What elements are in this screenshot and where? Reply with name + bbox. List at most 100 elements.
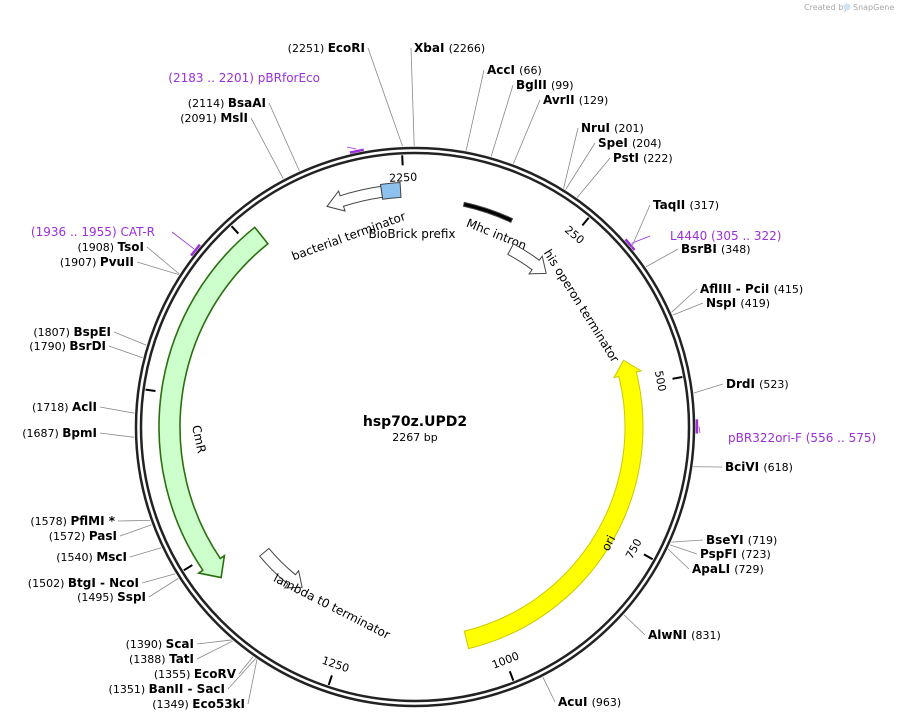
enzyme-leader-scai	[196, 639, 232, 645]
primer-leader-pbr322ori-f	[698, 426, 701, 434]
primer-leader-cat-r	[171, 231, 195, 250]
enzyme-label-bcivi: BciVI (618)	[725, 460, 793, 474]
enzyme-leader-acli	[99, 406, 135, 414]
feature-label-his-operon-terminator: his operon terminator	[541, 247, 622, 365]
feature-label-lambda-t0-terminator: lambda t0 terminator	[271, 571, 392, 642]
primer-l4440	[624, 238, 636, 251]
enzyme-label-acci: AccI (66)	[487, 63, 542, 77]
enzyme-label-pasi: (1572) PasI	[49, 529, 117, 543]
enzyme-label-eco53ki: (1349) Eco53kI	[152, 697, 245, 711]
primer-label-l4440: L4440 (305 .. 322)	[670, 229, 781, 243]
enzyme-leader-xbai	[410, 47, 415, 147]
enzyme-leader-pvuii	[136, 261, 180, 276]
enzyme-label-bseyi: BseYI (719)	[706, 533, 777, 547]
primer-label-cat-r: (1936 .. 1955) CAT-R	[31, 225, 155, 239]
enzyme-leader-btgi-ncoi	[141, 573, 176, 584]
enzyme-leader-bsaai	[268, 102, 300, 172]
tick-mark-1000	[508, 670, 515, 681]
primer-pbrforeco	[349, 148, 364, 154]
enzyme-label-scai: (1390) ScaI	[126, 637, 194, 651]
primer-leader-pbrforeco	[346, 146, 357, 150]
enzyme-label-bpmi: (1687) BpmI	[22, 426, 97, 440]
enzyme-label-tati: (1388) TatI	[129, 652, 194, 666]
enzyme-leader-pasi	[119, 524, 152, 537]
enzyme-leader-taqii	[630, 204, 651, 248]
enzyme-leader-eco53ki	[247, 659, 258, 705]
enzyme-label-psti: PstI (222)	[613, 151, 673, 165]
tick-mark-1750	[145, 388, 156, 392]
enzyme-leader-bspei	[113, 331, 147, 346]
enzyme-label-bsrdi: (1790) BsrDI	[29, 339, 106, 353]
enzyme-leader-spei	[565, 142, 596, 190]
enzyme-label-nspi: NspI (419)	[706, 296, 770, 310]
enzyme-label-pflmi: (1578) PflMI *	[30, 514, 115, 528]
tick-mark-500	[672, 375, 683, 380]
enzyme-label-ecorv: (1355) EcoRV	[154, 667, 237, 681]
enzyme-leader-drdi	[693, 383, 724, 394]
enzyme-label-apali: ApaLI (729)	[692, 562, 764, 576]
feature-his-operon-terminator	[507, 243, 547, 275]
enzyme-label-bsaai: (2114) BsaAI	[188, 96, 266, 110]
enzyme-label-nrui: NruI (201)	[581, 121, 644, 135]
snapgene-logo-icon	[843, 3, 851, 11]
enzyme-label-btgi-ncoi: (1502) BtgI - NcoI	[28, 576, 139, 590]
enzyme-leader-tsoi	[146, 246, 180, 275]
tick-mark-250	[581, 217, 590, 227]
feature-label-cmr: CmR	[189, 424, 209, 455]
enzyme-label-alwni: AlwNI (831)	[648, 628, 721, 642]
enzyme-leader-afliii-pcii	[671, 288, 698, 313]
enzyme-label-acui: AcuI (963)	[558, 695, 621, 709]
feature-bacterial-terminator	[326, 185, 383, 212]
tick-mark-1250	[327, 675, 333, 686]
enzyme-label-taqii: TaqII (317)	[653, 198, 719, 212]
enzyme-label-bspei: (1807) BspEI	[33, 325, 111, 339]
enzyme-leader-bseyi	[671, 539, 704, 543]
enzyme-leader-pflmi	[117, 519, 150, 522]
tick-mark-2000	[230, 225, 240, 235]
feature-mhc-intron	[462, 201, 514, 223]
enzyme-leader-ecorv	[238, 656, 254, 675]
snapgene-credit: Created by SnapGene	[804, 3, 894, 12]
primer-label-pbrforeco: (2183 .. 2201) pBRforEco	[168, 71, 320, 85]
feature-lambda-t0-terminator	[258, 547, 303, 589]
enzyme-leader-apali	[667, 548, 690, 570]
tick-label-2250: 2250	[389, 171, 418, 185]
enzyme-label-afliii-pcii: AflIII - PciI (415)	[700, 282, 803, 296]
enzyme-label-msci: (1540) MscI	[56, 550, 127, 564]
enzyme-label-tsoi: (1908) TsoI	[77, 240, 144, 254]
enzyme-label-banii-saci: (1351) BanII - SacI	[109, 682, 225, 696]
enzyme-label-ecori: (2251) EcoRI	[288, 41, 365, 55]
tick-label-1000: 1000	[490, 649, 521, 671]
enzyme-leader-acci	[465, 69, 485, 151]
enzyme-leader-nrui	[563, 127, 579, 189]
primer-cat-r	[190, 243, 201, 257]
primer-leader-l4440	[631, 235, 651, 244]
plasmid-name: hsp70z.UPD2	[363, 414, 467, 430]
feature-label-biobrick-prefix: BioBrick prefix	[368, 227, 455, 241]
enzyme-leader-alwni	[623, 614, 646, 636]
enzyme-leader-banii-saci	[227, 658, 256, 690]
enzyme-leader-pspfi	[669, 544, 698, 555]
enzyme-leader-nspi	[672, 302, 704, 316]
enzyme-leader-acui	[542, 677, 556, 703]
enzyme-label-bsrbi: BsrBI (348)	[681, 242, 751, 256]
enzyme-label-xbai: XbaI (2266)	[414, 41, 485, 55]
enzyme-label-avrii: AvrII (129)	[543, 93, 608, 107]
enzyme-label-acli: (1718) AclI	[32, 400, 97, 414]
tick-label-500: 500	[652, 370, 669, 393]
tick-label-750: 750	[623, 536, 645, 561]
enzyme-leader-psti	[576, 157, 611, 198]
tick-mark-1500	[183, 564, 193, 572]
primers: (2183 .. 2201) pBRforEco (1936 .. 1955) C…	[31, 71, 876, 445]
enzyme-leader-bpmi	[99, 432, 135, 438]
enzyme-label-sspi: (1495) SspI	[77, 590, 146, 604]
feature-label-ori: ori	[599, 533, 619, 553]
tick-label-250: 250	[562, 223, 586, 246]
backbone	[134, 146, 696, 708]
enzyme-label-msli: (2091) MslI	[180, 111, 248, 125]
enzyme-leader-tati	[196, 640, 234, 660]
tick-label-1250: 1250	[320, 654, 351, 675]
